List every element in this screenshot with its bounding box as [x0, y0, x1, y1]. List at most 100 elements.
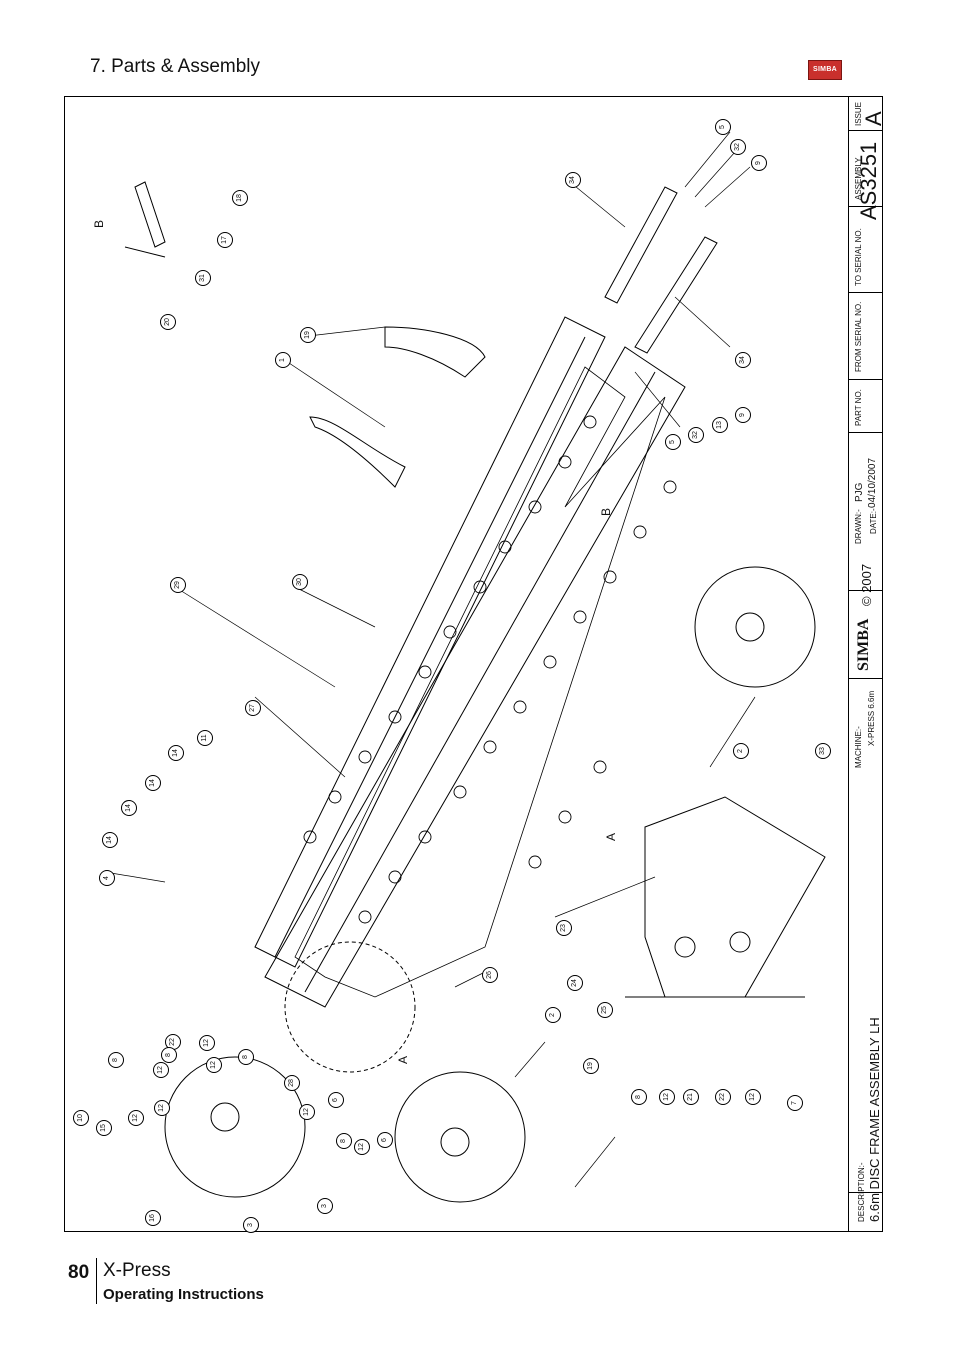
callout-12: 12 — [154, 1100, 170, 1116]
callout-8: 8 — [238, 1049, 254, 1065]
title-block: DESCRIPTION:- 6.6m DISC FRAME ASSEMBLY L… — [848, 96, 886, 1232]
drawn-label: DRAWN:- — [854, 509, 863, 544]
callout-2: 2 — [545, 1007, 561, 1023]
tb-divider — [849, 432, 883, 433]
callout-5: 5 — [665, 434, 681, 450]
callout-3: 3 — [243, 1217, 259, 1233]
disc-right — [694, 566, 816, 688]
view-label-b: B — [92, 219, 107, 229]
callout-22: 22 — [715, 1089, 731, 1105]
tb-divider — [849, 590, 883, 591]
callout-28: 28 — [284, 1075, 300, 1091]
callout-5: 5 — [715, 119, 731, 135]
callout-1: 1 — [275, 352, 291, 368]
callout-8: 8 — [108, 1052, 124, 1068]
callout-32: 32 — [730, 139, 746, 155]
callout-9: 9 — [735, 407, 751, 423]
section-title: 7. Parts & Assembly — [90, 56, 261, 77]
callout-21: 21 — [683, 1089, 699, 1105]
callout-31: 31 — [195, 270, 211, 286]
callout-14: 14 — [121, 800, 137, 816]
callout-19: 19 — [583, 1058, 599, 1074]
tb-divider — [849, 206, 883, 207]
simba-logo: SIMBA — [808, 60, 842, 80]
callout-34: 34 — [735, 352, 751, 368]
callout-10: 10 — [73, 1110, 89, 1126]
callout-14: 14 — [168, 745, 184, 761]
page-number: 80 — [68, 1262, 90, 1283]
callout-13: 13 — [712, 417, 728, 433]
callout-9: 9 — [751, 155, 767, 171]
callout-12: 12 — [354, 1139, 370, 1155]
callout-6: 6 — [328, 1092, 344, 1108]
footer-divider — [96, 1258, 97, 1304]
view-b-part — [124, 181, 166, 258]
leader-lines — [104, 131, 756, 1188]
callout-18: 18 — [232, 190, 248, 206]
view-label-a: A — [396, 1055, 411, 1065]
callout-33: 33 — [815, 743, 831, 759]
headstock-bracket — [625, 796, 826, 998]
copyright: © 2007 — [859, 563, 874, 606]
to-serial-label: TO SERIAL NO. — [854, 228, 863, 286]
callout-3: 3 — [317, 1198, 333, 1214]
callout-14: 14 — [145, 775, 161, 791]
machine-label: MACHINE:- — [854, 726, 863, 768]
callout-15: 15 — [96, 1120, 112, 1136]
callout-17: 17 — [217, 232, 233, 248]
callout-4: 4 — [99, 870, 115, 886]
date-label: DATE:- — [869, 508, 878, 534]
product-name: X-Press — [103, 1260, 171, 1281]
callout-32: 32 — [688, 427, 704, 443]
detail-a-circle — [284, 941, 416, 1073]
callout-14: 14 — [102, 832, 118, 848]
disc-mount-brackets — [303, 415, 677, 924]
callout-19: 19 — [300, 327, 316, 343]
callout-34: 34 — [565, 172, 581, 188]
tb-divider — [849, 379, 883, 380]
callout-8: 8 — [336, 1133, 352, 1149]
callout-12: 12 — [128, 1110, 144, 1126]
tb-divider — [849, 130, 883, 131]
tb-divider — [849, 1192, 883, 1193]
callout-26: 26 — [482, 967, 498, 983]
date-value: 04/10/2007 — [867, 457, 878, 508]
view-label-b: B — [599, 507, 614, 517]
callout-12: 12 — [199, 1035, 215, 1051]
callout-25: 25 — [597, 1002, 613, 1018]
callout-20: 20 — [160, 314, 176, 330]
tb-divider — [849, 292, 883, 293]
document-subtitle: Operating Instructions — [103, 1286, 264, 1303]
callout-6: 6 — [377, 1132, 393, 1148]
hydraulic-cylinders — [604, 186, 718, 354]
issue-value: A — [861, 111, 886, 126]
callout-30: 30 — [292, 574, 308, 590]
callout-12: 12 — [206, 1057, 222, 1073]
part-no-label: PART NO. — [854, 389, 863, 426]
disc-center — [394, 1071, 526, 1203]
callout-7: 7 — [787, 1095, 803, 1111]
callout-12: 12 — [299, 1104, 315, 1120]
disc-arm-upper — [309, 326, 486, 488]
callout-12: 12 — [659, 1089, 675, 1105]
disc-left — [164, 1056, 306, 1198]
callout-11: 11 — [197, 730, 213, 746]
callout-24: 24 — [567, 975, 583, 991]
frame-beam — [254, 316, 686, 1008]
callout-16: 16 — [145, 1210, 161, 1226]
callout-2: 2 — [733, 743, 749, 759]
callout-8: 8 — [631, 1089, 647, 1105]
callout-27: 27 — [245, 700, 261, 716]
drawn-value: PJG — [854, 482, 865, 502]
callout-8: 8 — [161, 1047, 177, 1063]
callout-12: 12 — [745, 1089, 761, 1105]
view-label-a: A — [604, 832, 619, 842]
callout-23: 23 — [556, 920, 572, 936]
from-serial-label: FROM SERIAL NO. — [854, 301, 863, 372]
callout-29: 29 — [170, 577, 186, 593]
exploded-assembly-drawing — [104, 131, 826, 1203]
tb-divider — [849, 678, 883, 679]
assembly-number: AS3251 — [856, 141, 881, 220]
machine-value: X-PRESS 6.6m — [867, 690, 876, 746]
